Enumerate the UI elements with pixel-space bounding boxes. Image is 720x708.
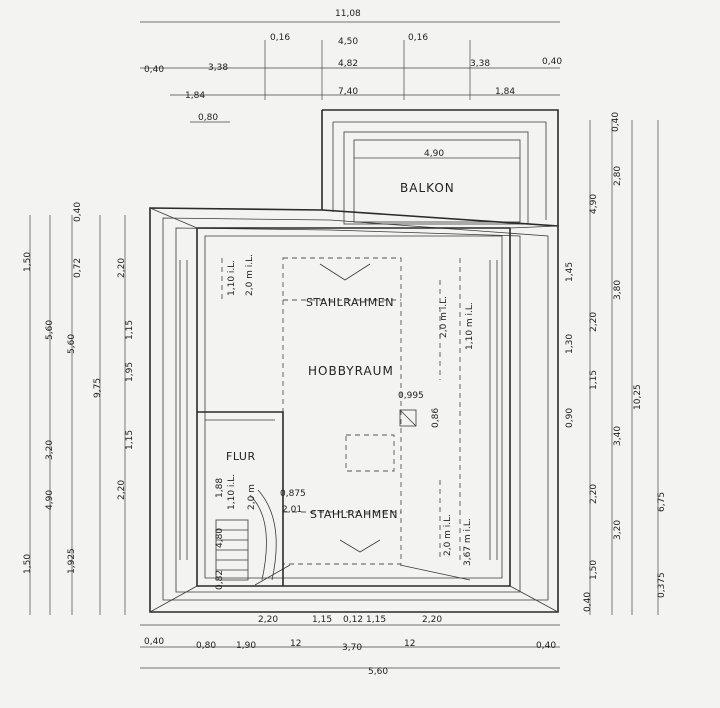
room-label-balkon: BALKON: [400, 181, 455, 195]
note-12: 2,0 m i.L.: [443, 514, 453, 556]
dim-right-675: 6,75: [657, 492, 667, 512]
dim-right-220-b: 2,20: [589, 484, 599, 504]
dim-right-115: 1,15: [589, 370, 599, 390]
roof-slope-lines: [149, 207, 559, 613]
dim-bottom-040-left: 0,40: [144, 637, 164, 647]
dim-top-482: 4,82: [338, 59, 358, 69]
note-5: 0,995: [398, 391, 424, 401]
dim-balkon-width: 4,90: [424, 149, 444, 159]
dim-bottom-040-right: 0,40: [536, 641, 556, 651]
note-13: 3,67 m i.L.: [463, 518, 473, 566]
dim-left-220: 2,20: [117, 258, 127, 278]
dim-right-040-bottom: 0,40: [583, 592, 593, 612]
dim-right-145: 1,45: [565, 262, 575, 282]
dim-right-130: 1,30: [565, 334, 575, 354]
dim-left-small-2: 0,72: [73, 258, 83, 278]
dim-bottom-080: 0,80: [196, 641, 216, 651]
note-6: 0,86: [431, 408, 441, 428]
dim-right-380: 3,80: [613, 280, 623, 300]
dim-bottom-012: 0,12: [343, 615, 363, 625]
balcony-inner: [353, 139, 521, 223]
dim-left-150-bottom: 1,50: [23, 554, 33, 574]
stahlrahmen-label-bottom: STAHLRAHMEN: [310, 508, 398, 521]
dim-top-080: 0,80: [198, 113, 218, 123]
dim-right-150: 1,50: [589, 560, 599, 580]
dim-left-220-b: 2,20: [117, 480, 127, 500]
note-14: 4,80: [215, 528, 225, 548]
note-3: 2,0 m i.L.: [439, 296, 449, 338]
note-9: 2,0 m: [247, 484, 257, 510]
note-11: 2,01: [282, 505, 302, 515]
dim-right-0375: 0,375: [657, 572, 667, 598]
note-8: 1,10 i.L.: [227, 474, 237, 510]
dim-right-340: 3,40: [613, 426, 623, 446]
note-1: 1,10 i.L.: [227, 260, 237, 296]
dim-left-560: 5,60: [45, 320, 55, 340]
dim-top-016-right: 0,16: [408, 33, 428, 43]
room-label-flur: FLUR: [226, 450, 256, 463]
dim-right-320: 3,20: [613, 520, 623, 540]
room-label-hobbyraum: HOBBYRAUM: [308, 364, 394, 378]
dim-bottom-190: 1,90: [236, 641, 256, 651]
flur-and-stairs: [197, 409, 417, 586]
dim-right-1025: 10,25: [633, 384, 643, 410]
dim-top-740: 7,40: [338, 87, 358, 97]
dim-top-total: 11,08: [335, 9, 361, 19]
dim-right-280: 2,80: [613, 166, 623, 186]
dim-left-320: 3,20: [45, 440, 55, 460]
dim-top-338-right: 3,38: [470, 59, 490, 69]
dim-bottom-12-left: 12: [290, 639, 301, 649]
dim-top-016-left: 0,16: [270, 33, 290, 43]
dim-top-040-right: 0,40: [542, 57, 562, 67]
dim-bottom-560: 5,60: [368, 667, 388, 677]
dim-left-1925: 1,925: [67, 548, 77, 574]
dim-bottom-370: 3,70: [342, 643, 362, 653]
dim-bottom-12-right: 12: [404, 639, 415, 649]
dim-top-338-left: 3,38: [208, 63, 228, 73]
dim-bottom-115-right: 1,15: [366, 615, 386, 625]
note-2: 2,0 m i.L.: [245, 254, 255, 296]
dim-right-040-top: 0,40: [611, 112, 621, 132]
note-15: 0,82: [215, 570, 225, 590]
dim-bottom-115-left: 1,15: [312, 615, 332, 625]
dim-top-450: 4,50: [338, 37, 358, 47]
dim-bottom-220-right: 2,20: [422, 615, 442, 625]
dim-left-small-4: 1,95: [125, 362, 135, 382]
dim-left-490: 4,90: [45, 490, 55, 510]
chimney: [399, 409, 417, 427]
stahlrahmen-label-top: STAHLRAHMEN: [306, 296, 394, 309]
dim-left-975: 9,75: [93, 378, 103, 398]
dim-right-090: 0,90: [565, 408, 575, 428]
dim-bottom-220-left: 2,20: [258, 615, 278, 625]
dim-left-small-5: 1,15: [125, 430, 135, 450]
note-4: 1,10 m i.L.: [465, 302, 475, 350]
dim-top-184-left: 1,84: [185, 91, 205, 101]
dim-left-small-1: 0,40: [73, 202, 83, 222]
dim-top-184-right: 1,84: [495, 87, 515, 97]
note-7: 1,88: [215, 478, 225, 498]
dim-left-560-b: 5,60: [67, 334, 77, 354]
dim-left-150-top: 1,50: [23, 252, 33, 272]
dim-right-490: 4,90: [589, 194, 599, 214]
dim-right-220: 2,20: [589, 312, 599, 332]
dim-top-040-left: 0,40: [144, 65, 164, 75]
dimension-lines: [29, 21, 659, 669]
dim-left-small-3: 1,15: [125, 320, 135, 340]
note-10: 0,875: [280, 489, 306, 499]
